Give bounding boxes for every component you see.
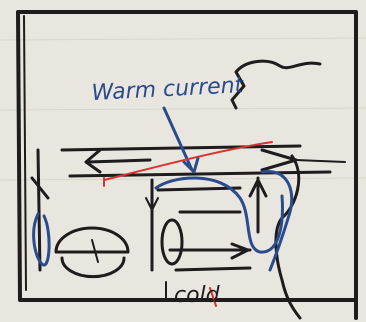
warm-current-path: [154, 106, 284, 254]
left-support: [30, 148, 50, 272]
lower-down-arrow-icon: [145, 197, 159, 211]
cold-label: cold: [174, 283, 221, 308]
box-frame-left-double: [23, 15, 27, 291]
red-arc-upper: [103, 141, 273, 181]
box-frame: [16, 10, 358, 320]
warm-current-right-loop: [260, 170, 294, 272]
right-arrow-icon: [260, 148, 298, 172]
left-arrow-icon: [84, 148, 152, 174]
right-vertical-arrow-icon: [248, 176, 268, 234]
right-coastline: [230, 59, 322, 320]
fan-symbol: [54, 226, 130, 279]
upper-channel: [60, 144, 346, 178]
lower-right-arrow-icon: [230, 242, 250, 260]
lower-channel: [145, 178, 252, 272]
cold-bracket: [165, 281, 173, 301]
blue-left-loop: [32, 212, 51, 267]
red-check-lower: [209, 287, 217, 307]
oval-element: [160, 218, 184, 266]
warm-current-label: Warm current: [91, 73, 245, 106]
paper-ruled-lines: [0, 37, 366, 181]
